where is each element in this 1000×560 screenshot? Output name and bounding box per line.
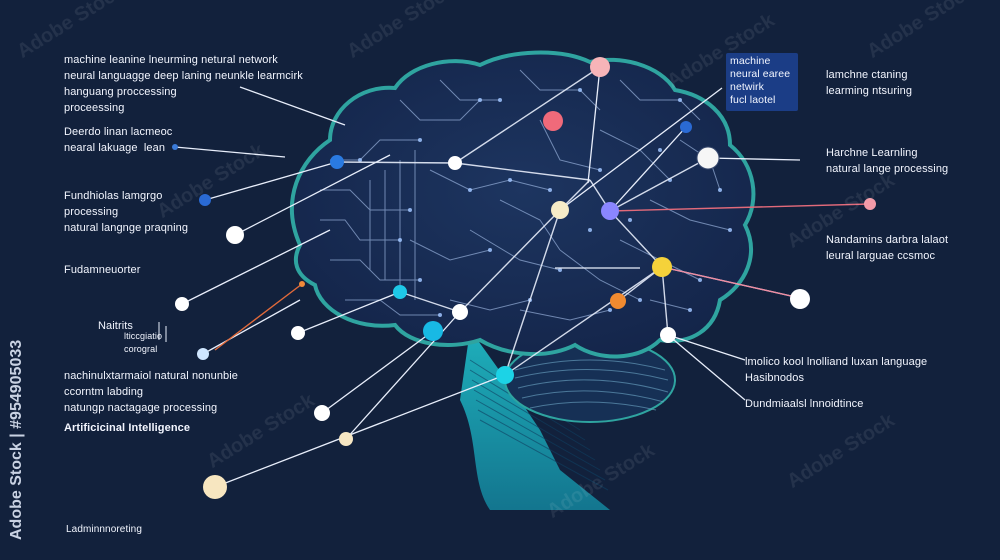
node-blue-dark <box>680 121 692 133</box>
node-small-dot-r <box>299 281 305 287</box>
node-cyan-low <box>496 366 514 384</box>
node-outer-l3 <box>175 297 189 311</box>
node-outer-l1 <box>199 194 211 206</box>
label-left-5: Naitrits <box>98 320 134 332</box>
node-red <box>543 111 563 131</box>
left-marker-ticks <box>158 322 167 342</box>
label-right-3: Harchne Learnling natural lange processi… <box>826 147 949 175</box>
label-right-2: lamchne ctaning learming ntsuring <box>826 69 913 97</box>
label-left-2: Deerdo linan lacmeoc nearal lakuage lean <box>64 126 173 154</box>
node-blue <box>330 155 344 169</box>
label-right-4: Nandamins darbra lalaot leural larguae c… <box>826 234 949 262</box>
label-left-6b: Artificicinal Intelligence <box>64 422 191 434</box>
label-right-6: Dundmiaalsl lnnoidtince <box>745 398 864 410</box>
cerebellum-folds <box>514 359 669 411</box>
node-cyan-big <box>423 321 443 341</box>
node-white-bottom <box>660 327 676 343</box>
node-outer-l8 <box>203 475 227 499</box>
connector-lines <box>174 66 801 488</box>
label-left-7: Ladminnnoreting <box>66 524 142 535</box>
label-right-highlight: machine neural earee netwirk fucl laotel <box>726 53 799 111</box>
accent-connectors <box>214 203 871 351</box>
node-orange <box>610 293 626 309</box>
node-cream <box>551 201 569 219</box>
node-outer-l7 <box>339 432 353 446</box>
network-nodes <box>172 57 876 499</box>
node-cyan <box>393 285 407 299</box>
node-small-dot-l <box>172 144 178 150</box>
node-outer-r1 <box>864 198 876 210</box>
network-links <box>336 66 709 376</box>
node-white-left <box>448 156 462 170</box>
circuit-nodes <box>358 88 732 317</box>
node-outer-r2 <box>790 289 810 309</box>
label-left-3: Fundhiolas lamgrgo processing natural la… <box>64 190 189 234</box>
node-outer-l6 <box>314 405 330 421</box>
node-yellow <box>652 257 672 277</box>
label-left-1: machine leanine lnеurming netural networ… <box>64 54 303 114</box>
node-violet <box>601 202 619 220</box>
node-outer-l2 <box>226 226 244 244</box>
label-right-5: lmolico kool lnolliand luxan language Ha… <box>745 356 928 384</box>
node-white-mid <box>452 304 468 320</box>
node-white-right <box>696 146 720 170</box>
node-outer-l4 <box>291 326 305 340</box>
stock-id-label: Adobe Stock | #954905033 <box>8 339 25 540</box>
label-left-6: nachinulxtarmaiol natural nonunbie ccorn… <box>64 370 239 414</box>
label-left-5b: lticcgiatio corogral <box>124 331 163 354</box>
node-pink <box>590 57 610 77</box>
node-outer-l5 <box>197 348 209 360</box>
label-left-4: Fudamneuorter <box>64 264 141 276</box>
